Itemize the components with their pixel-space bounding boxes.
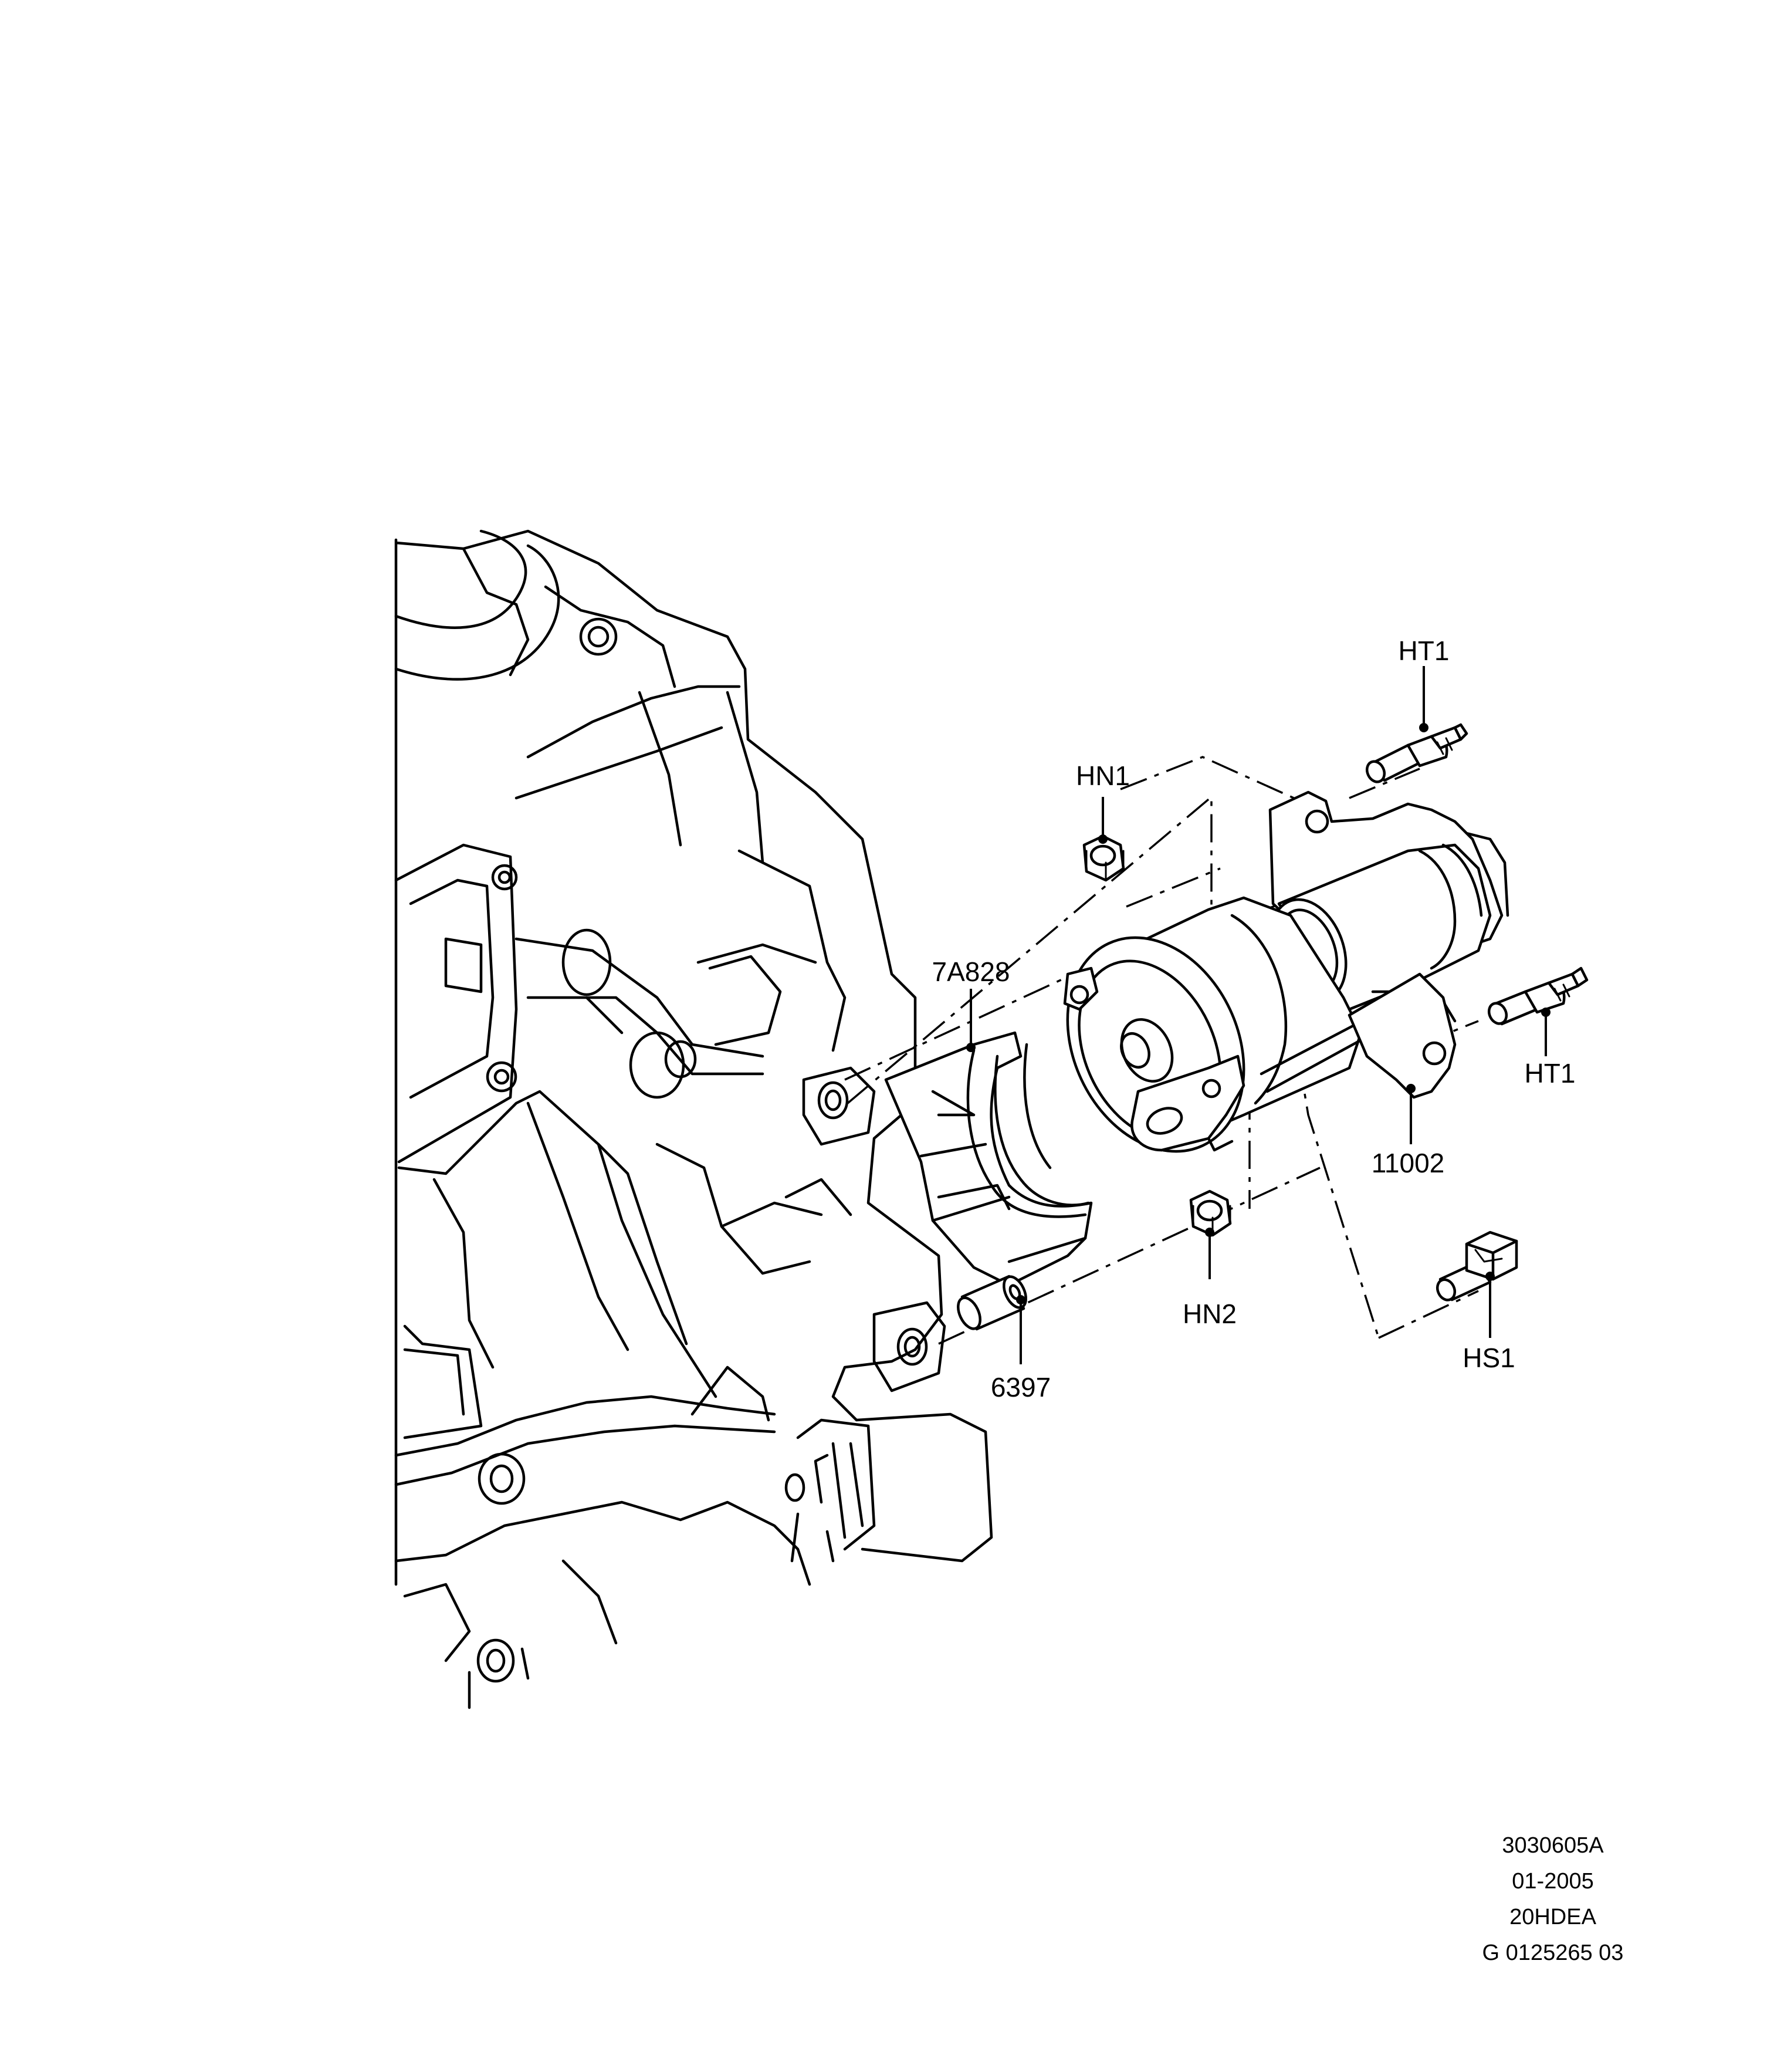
stud-bolt-ht1-top <box>1365 723 1468 783</box>
engine-block-housing <box>394 529 993 1709</box>
heat-shield-7a828 <box>884 1031 1093 1287</box>
label-ht1-top: HT1 <box>1399 636 1450 666</box>
label-11002: 11002 <box>1372 1148 1445 1178</box>
starter-motor-11002 <box>1063 790 1509 1153</box>
label-ht1-right: HT1 <box>1525 1058 1576 1089</box>
drawing-reference-block: 3030605A 01-2005 20HDEA G 0125265 03 <box>1482 1833 1624 1965</box>
label-hn1: HN1 <box>1076 760 1130 791</box>
label-6397: 6397 <box>991 1372 1051 1402</box>
illustration-id: G 0125265 03 <box>1482 1941 1624 1965</box>
label-hs1: HS1 <box>1463 1343 1515 1373</box>
engine-code: 20HDEA <box>1509 1905 1596 1929</box>
label-hn2: HN2 <box>1183 1299 1237 1329</box>
stud-bolt-ht1-right <box>1487 966 1589 1026</box>
drawing-number: 3030605A <box>1502 1833 1604 1858</box>
nut-hn2 <box>1189 1189 1232 1237</box>
drawing-date: 01-2005 <box>1512 1869 1593 1894</box>
hex-bolt-hs1 <box>1436 1231 1518 1302</box>
callout-leaders <box>966 666 1551 1364</box>
label-7a828: 7A828 <box>932 956 1010 987</box>
